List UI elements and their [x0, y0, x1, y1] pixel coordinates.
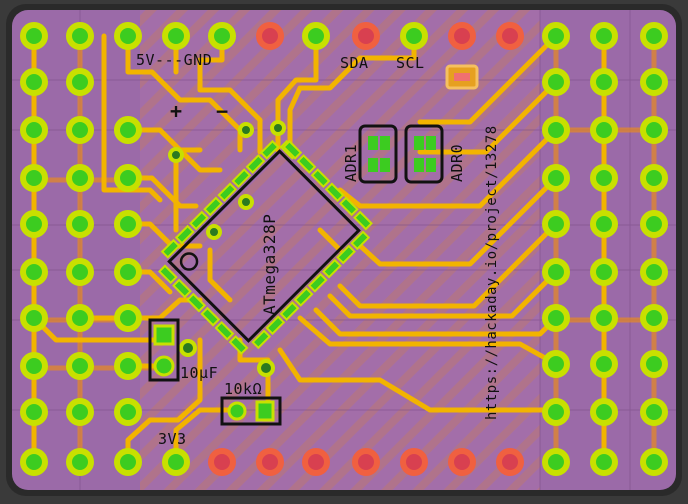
resistor-10k	[220, 396, 282, 426]
power-label: 5V---GND	[136, 51, 212, 69]
adr0-jumper	[404, 124, 444, 184]
sda-label: SDA	[340, 54, 369, 72]
minus-label: −	[216, 99, 229, 123]
pad-columns-left	[20, 68, 142, 426]
project-url-label: https://hackaday.io/project/13278	[484, 125, 500, 420]
resistor-label: 10kΩ	[224, 380, 262, 398]
pad-row-bottom	[20, 448, 668, 476]
atmega-chip	[157, 139, 373, 355]
adr1-jumper	[358, 124, 398, 184]
pad-columns-right	[542, 68, 668, 426]
led-indicator	[445, 64, 479, 90]
pad-row-top	[20, 22, 668, 50]
v33-label: 3V3	[158, 430, 187, 448]
chip-label: ATmega328P	[260, 214, 279, 315]
cap-label: 10μF	[180, 364, 218, 382]
scl-label: SCL	[396, 54, 425, 72]
vias	[168, 120, 286, 377]
adr1-label: ADR1	[342, 144, 360, 182]
adr0-label: ADR0	[448, 144, 466, 182]
plus-label: +	[170, 99, 183, 123]
capacitor-10uf	[148, 318, 180, 382]
